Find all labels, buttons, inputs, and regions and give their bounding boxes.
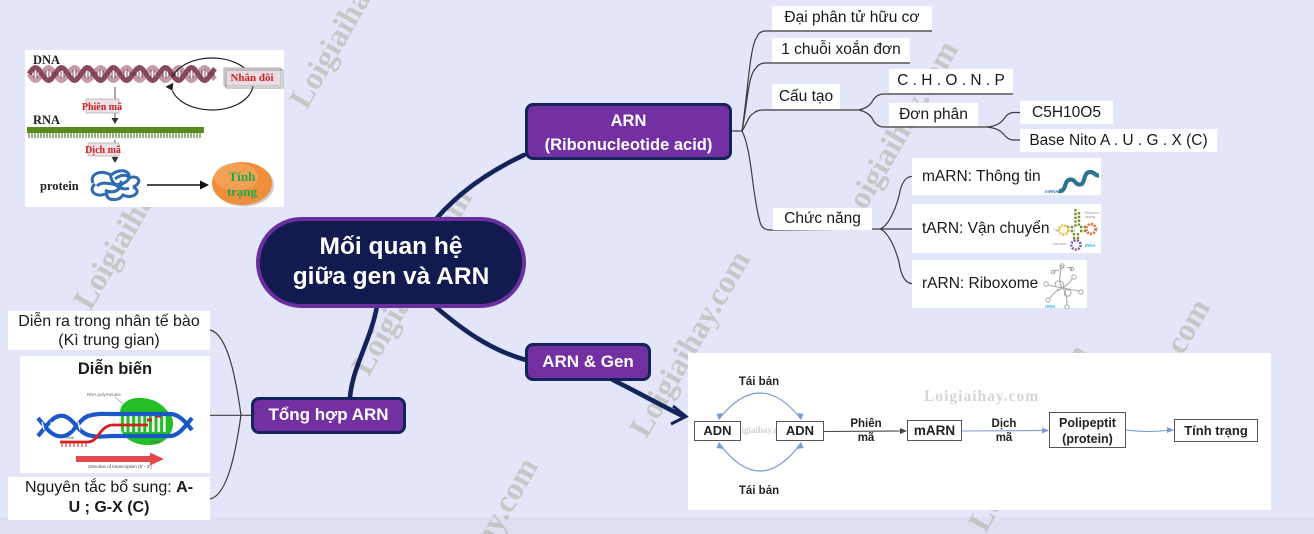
svg-text:DNA: DNA — [33, 53, 60, 67]
svg-text:Direction of transcription (5': Direction of transcription (5' - 3') — [88, 464, 152, 469]
svg-text:Nhân đôi: Nhân đôi — [230, 72, 273, 84]
svg-text:RNA: RNA — [66, 435, 75, 440]
svg-text:DNA: DNA — [151, 439, 160, 444]
svg-text:Phiên mã: Phiên mã — [82, 102, 122, 113]
svg-text:RNA: RNA — [33, 113, 60, 127]
svg-text:trạng: trạng — [227, 184, 258, 199]
svg-text:RNA polymerase: RNA polymerase — [87, 392, 121, 397]
svg-text:Tính: Tính — [229, 169, 257, 184]
svg-text:protein: protein — [40, 179, 79, 193]
svg-text:Dịch mã: Dịch mã — [85, 145, 121, 156]
